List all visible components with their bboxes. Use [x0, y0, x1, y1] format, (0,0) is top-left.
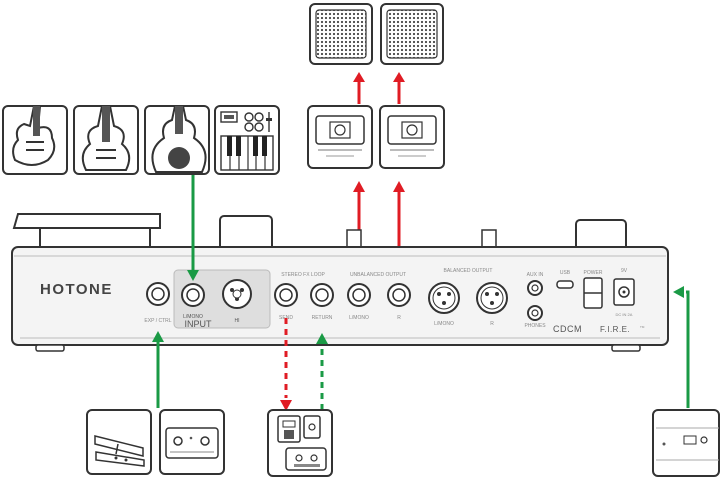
- phones-label: PHONES: [524, 323, 546, 329]
- input-mono-label: L/MONO: [183, 314, 203, 320]
- device-feet: [35, 344, 641, 352]
- unbalanced-out-r-label: R: [397, 315, 401, 321]
- footswitch-icon: [159, 409, 225, 475]
- phones-jack[interactable]: [527, 305, 543, 321]
- synth-keyboard-icon: [214, 105, 280, 175]
- usb-label: USB: [560, 270, 571, 276]
- power-amp-left: [307, 105, 373, 169]
- unbalanced-out-l-jack[interactable]: L/MONO: [347, 283, 371, 321]
- exp-ctrl-label: EXP / CTRL: [144, 318, 171, 324]
- brand-logo: HOTONE: [40, 281, 113, 298]
- return-jack[interactable]: RETURN: [310, 283, 334, 321]
- unbalanced-out-l-label: L/MONO: [349, 315, 369, 321]
- return-label: RETURN: [312, 315, 333, 321]
- unbalanced-out-r-jack[interactable]: R: [387, 283, 411, 321]
- unbalanced-output-label: UNBALANCED OUTPUT: [350, 272, 406, 278]
- acoustic-round-guitar-icon: [144, 105, 210, 175]
- dc-in-jack[interactable]: [613, 278, 635, 306]
- speaker-cabinet-left: [309, 3, 373, 65]
- xlr-out-r-jack[interactable]: R: [476, 282, 508, 327]
- fire-tm: TM: [640, 325, 645, 329]
- send-jack[interactable]: SEND: [274, 283, 298, 321]
- multi-effects-device: HOTONE EXP / CTRL L/MONO HI INPUT: [11, 213, 669, 352]
- exp-ctrl-jack[interactable]: EXP / CTRL: [144, 282, 172, 324]
- power-adapter-icon: [652, 409, 720, 477]
- speaker-cabinet-right: [380, 3, 444, 65]
- acoustic-guitar-icon: [73, 105, 139, 175]
- balanced-output-label: BALANCED OUTPUT: [444, 268, 493, 274]
- pedal-to-return-arrow: [316, 333, 328, 410]
- xlr-out-l-label: L/MONO: [434, 321, 454, 327]
- usb-port[interactable]: [556, 280, 574, 289]
- cdcm-logo: CDCM: [553, 324, 582, 334]
- power-switch[interactable]: [583, 277, 603, 309]
- power-adapter-arrow: [673, 286, 690, 408]
- input-jack[interactable]: [181, 283, 205, 307]
- xlr-out-l-jack[interactable]: L/MONO: [428, 282, 460, 327]
- aux-in-label: AUX IN: [527, 272, 544, 278]
- aux-in-jack[interactable]: [527, 280, 543, 296]
- electric-guitar-icon: [2, 105, 68, 175]
- power-amp-right: [379, 105, 445, 169]
- expression-pedal-icon: [86, 409, 152, 475]
- amp-to-cab-arrows: [353, 72, 405, 104]
- input-panel: L/MONO HI INPUT: [173, 269, 271, 329]
- instrument-to-input-arrow: [187, 175, 199, 281]
- input-block-label: INPUT: [185, 319, 213, 329]
- dc-spec-label: DC IN 2A: [616, 312, 633, 317]
- input-combo-jack[interactable]: [222, 279, 252, 309]
- xlr-out-r-label: R: [490, 321, 494, 327]
- dc-voltage-label: 9V: [621, 268, 628, 274]
- device-top-parts: [12, 213, 627, 251]
- power-label: POWER: [584, 270, 603, 276]
- stereo-fx-loop-label: STEREO FX LOOP: [281, 272, 325, 278]
- fx-loop-pedal-icon: [267, 409, 333, 477]
- input-hi-label: HI: [235, 318, 240, 324]
- controller-to-exp-arrow: [152, 331, 164, 408]
- send-to-pedal-arrow: [280, 318, 292, 411]
- fire-logo: F.I.R.E.: [600, 325, 630, 334]
